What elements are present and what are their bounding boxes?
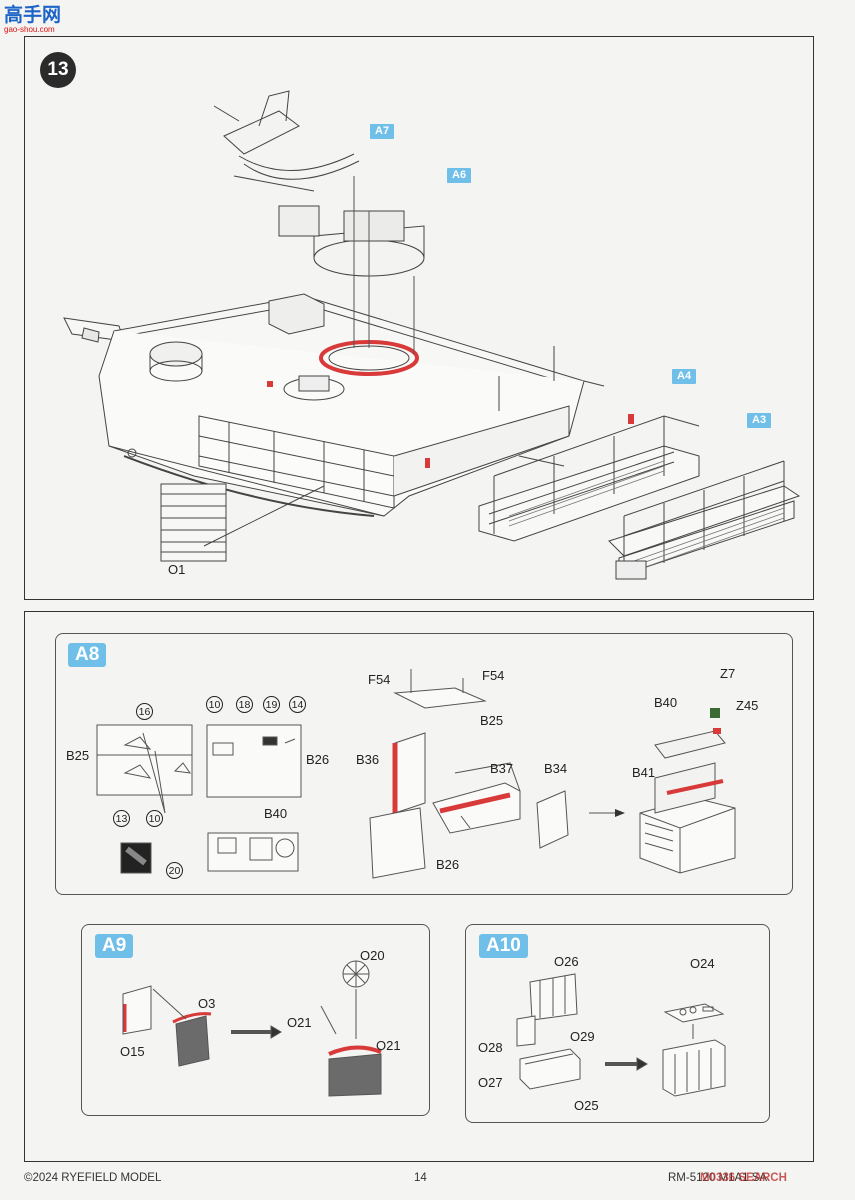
footer-copyright: ©2024 RYEFIELD MODEL xyxy=(24,1172,162,1184)
a9-label-o20: O20 xyxy=(360,948,385,963)
a9-label-o21-b: O21 xyxy=(376,1038,401,1053)
part-tag-a4: A4 xyxy=(672,369,697,384)
part-tag-a7: A7 xyxy=(370,124,395,139)
site-logo: 高手网 gao-shou.com xyxy=(4,6,70,36)
a8-title: A8 xyxy=(68,643,107,667)
part-label-o1: O1 xyxy=(168,562,186,577)
a10-label-o28: O28 xyxy=(478,1040,503,1055)
decal-number-20: 20 xyxy=(166,862,183,879)
a9-label-o3: O3 xyxy=(198,996,216,1011)
a8-label-b26-mid: B26 xyxy=(436,857,460,872)
a9-title: A9 xyxy=(95,934,134,958)
a10-label-o25: O25 xyxy=(574,1098,599,1113)
a8-label-b36: B36 xyxy=(356,752,380,767)
a8-label-b37: B37 xyxy=(490,761,514,776)
part-tag-a3: A3 xyxy=(747,413,772,428)
a10-label-o26: O26 xyxy=(554,954,579,969)
tank-hull-illustration xyxy=(63,90,801,580)
logo-url: gao-shou.com xyxy=(4,25,55,34)
a8-label-b40: B40 xyxy=(264,806,288,821)
decal-number-19: 19 xyxy=(263,696,280,713)
step-number: 13 xyxy=(40,52,76,88)
a10-label-o24: O24 xyxy=(690,956,715,971)
a8-label-b26-left: B26 xyxy=(306,752,330,767)
a8-label-f54-b: F54 xyxy=(482,668,505,683)
step-13-panel xyxy=(24,36,814,600)
decal-number-18: 18 xyxy=(236,696,253,713)
a8-label-z7: Z7 xyxy=(720,666,736,681)
a9-label-o15: O15 xyxy=(120,1044,145,1059)
decal-number-16: 16 xyxy=(136,703,153,720)
decal-number-13: 13 xyxy=(113,810,130,827)
footer-watermark: M0336 SEARCH xyxy=(700,1172,787,1184)
decal-number-10a: 10 xyxy=(206,696,223,713)
a9-illustration xyxy=(122,960,382,1097)
part-tag-a6: A6 xyxy=(447,168,472,183)
a8-illustration xyxy=(96,669,736,879)
a8-label-b25-mid: B25 xyxy=(480,713,504,728)
a9-panel xyxy=(81,924,430,1116)
decal-number-10b: 10 xyxy=(146,810,163,827)
a8-label-f54-a: F54 xyxy=(368,672,391,687)
a8-label-b25-left: B25 xyxy=(66,748,90,763)
a8-label-z45: Z45 xyxy=(736,698,759,713)
a8-label-b40-right: B40 xyxy=(654,695,678,710)
a8-panel xyxy=(55,633,793,895)
a9-label-o21-a: O21 xyxy=(287,1015,312,1030)
a10-title: A10 xyxy=(479,934,528,958)
subassembly-panel xyxy=(24,611,814,1162)
decal-number-14: 14 xyxy=(289,696,306,713)
footer-product-code: RM-5120 M1A1 SA xyxy=(668,1172,768,1184)
a8-label-b41: B41 xyxy=(632,765,656,780)
a8-label-b34: B34 xyxy=(544,761,568,776)
a10-illustration xyxy=(516,973,726,1097)
a10-label-o29: O29 xyxy=(570,1029,595,1044)
logo-text: 高手网 xyxy=(4,5,62,26)
a10-panel xyxy=(465,924,770,1123)
footer-page-number: 14 xyxy=(414,1172,427,1184)
a10-label-o27: O27 xyxy=(478,1075,503,1090)
